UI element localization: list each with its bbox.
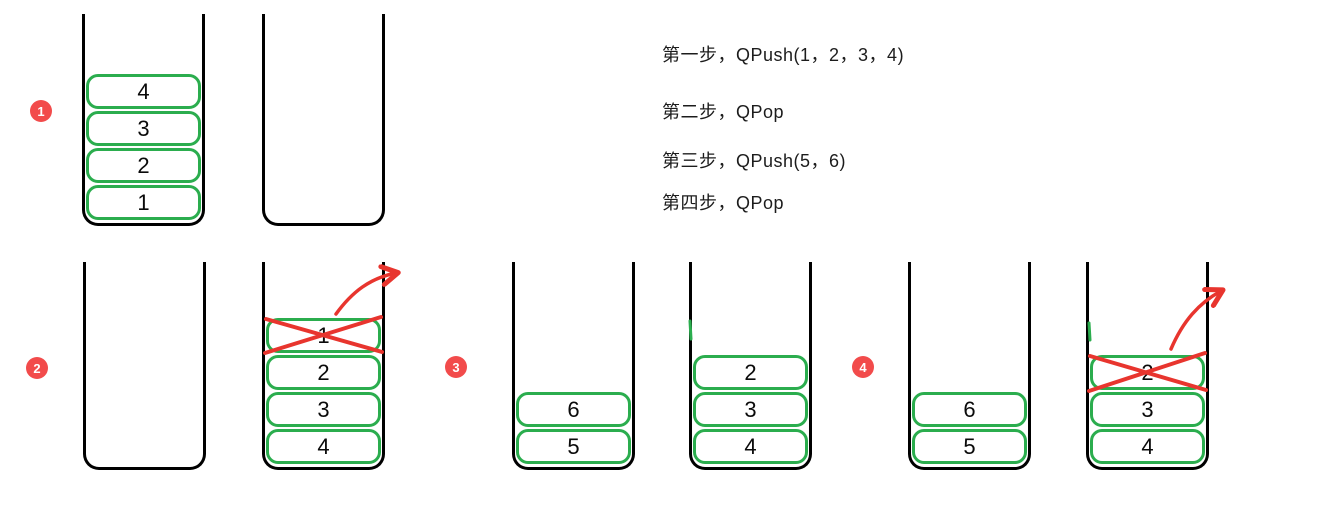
stack-item: 3: [86, 111, 201, 146]
stack-item: 2: [693, 355, 808, 390]
state-4-push-stack: 6 5: [908, 262, 1031, 470]
stack-item: 3: [693, 392, 808, 427]
state-3-pop-stack: 2 3 4: [689, 262, 812, 470]
stack-item: 1: [86, 185, 201, 220]
state-4-marker: 4: [852, 356, 874, 378]
state-2-pop-stack: 1 2 3 4: [262, 262, 385, 470]
state-3-marker: 3: [445, 356, 467, 378]
stack-item: 6: [516, 392, 631, 427]
stack-item: 4: [86, 74, 201, 109]
state-1-pop-stack: [262, 14, 385, 226]
step-2-label: 第二步，QPop: [662, 102, 785, 122]
stack-item-popped: 1: [266, 318, 381, 353]
step-4-label: 第四步，QPop: [662, 193, 785, 213]
stack-item: 5: [516, 429, 631, 464]
state-1-push-stack: 4 3 2 1: [82, 14, 205, 226]
state-4-pop-stack: 2 3 4: [1086, 262, 1209, 470]
stack-item: 4: [266, 429, 381, 464]
stack-item: 6: [912, 392, 1027, 427]
step-1-label: 第一步，QPush(1，2，3，4): [662, 45, 905, 65]
step-3-label: 第三步，QPush(5，6): [662, 151, 847, 171]
state-3-push-stack: 6 5: [512, 262, 635, 470]
stack-item-popped: 2: [1090, 355, 1205, 390]
stack-item: 3: [266, 392, 381, 427]
state-2-marker: 2: [26, 357, 48, 379]
state-2-push-stack: [83, 262, 206, 470]
stack-item: 2: [86, 148, 201, 183]
state-1-marker: 1: [30, 100, 52, 122]
stack-item: 5: [912, 429, 1027, 464]
stack-item: 4: [1090, 429, 1205, 464]
stack-item: 2: [266, 355, 381, 390]
stack-item: 3: [1090, 392, 1205, 427]
stack-item: 4: [693, 429, 808, 464]
